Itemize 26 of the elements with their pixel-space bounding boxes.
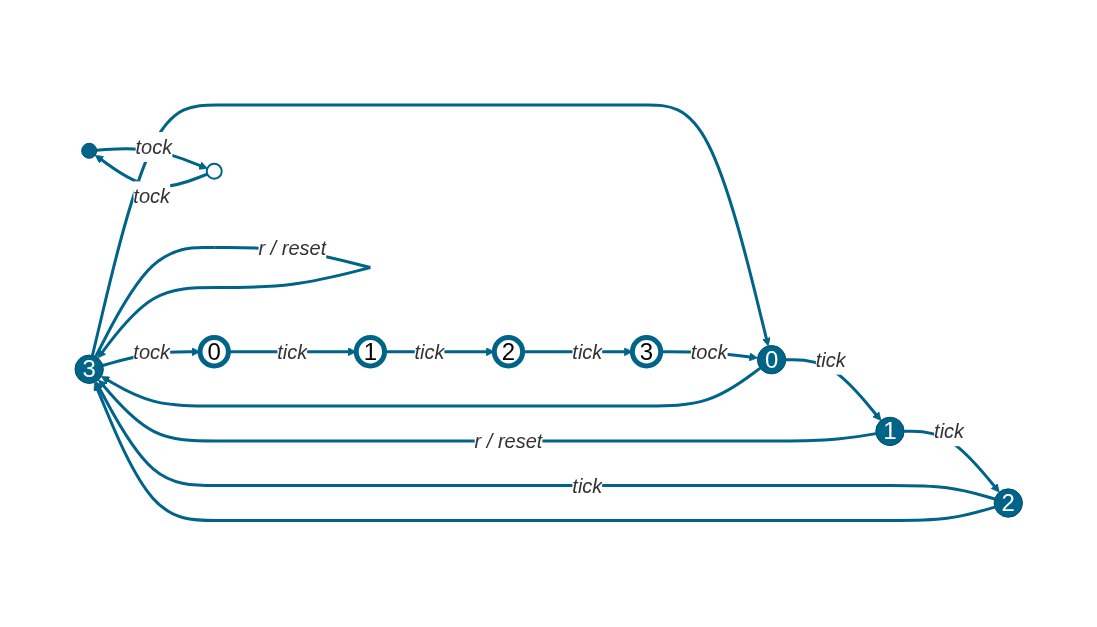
node-circle: 2 bbox=[491, 335, 525, 369]
edge-label: tick bbox=[414, 341, 445, 364]
edge-label: tock bbox=[690, 341, 728, 364]
edge-label: tick bbox=[277, 341, 308, 364]
edge-label: r / reset bbox=[474, 430, 543, 453]
edge-label: tick bbox=[933, 420, 964, 443]
arrow bbox=[95, 381, 995, 501]
node-circle: 3 bbox=[629, 335, 663, 369]
edge-label: tick bbox=[815, 349, 846, 372]
arrow bbox=[97, 380, 876, 443]
node-circle: 3 bbox=[74, 355, 104, 385]
arrow bbox=[93, 382, 995, 523]
edge-label: r / reset bbox=[258, 236, 326, 259]
node-circle: 2 bbox=[993, 488, 1023, 519]
node-circle: 0 bbox=[756, 345, 786, 375]
node-circle: 1 bbox=[875, 417, 905, 447]
node-circle: 1 bbox=[353, 335, 387, 369]
edge-label: tock bbox=[133, 341, 170, 364]
arrow bbox=[100, 367, 761, 408]
edge-label: tick bbox=[572, 475, 603, 498]
node-circle: 0 bbox=[197, 335, 231, 369]
edge-label: tick bbox=[572, 341, 603, 364]
edge-label: tock bbox=[133, 185, 170, 208]
node-circle bbox=[205, 163, 223, 181]
edge-label: tock bbox=[135, 136, 172, 159]
node-circle bbox=[80, 143, 97, 160]
